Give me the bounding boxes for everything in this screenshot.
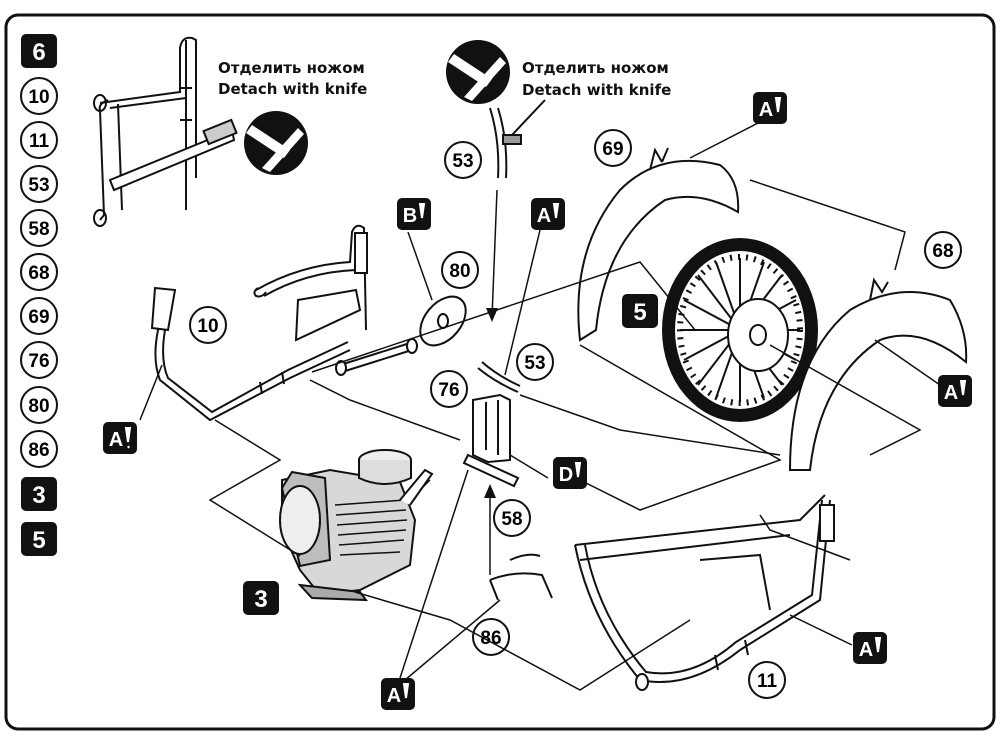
svg-text:3: 3	[32, 482, 45, 509]
part-80-disc	[419, 295, 467, 347]
svg-text:53: 53	[452, 151, 473, 172]
callout-10: 10	[189, 306, 227, 344]
part-item: 76	[20, 341, 58, 379]
svg-text:A: A	[109, 429, 123, 451]
step-number: 6	[32, 39, 45, 66]
callout-53-top: 53	[444, 141, 482, 179]
glue-badge-b: B	[397, 198, 431, 230]
knife-note: Отделить ножом Detach with knife	[218, 59, 367, 98]
svg-text:A: A	[759, 99, 773, 121]
callout-53-mid: 53	[516, 343, 554, 381]
part-11-frame	[574, 494, 835, 691]
part-69-fender	[577, 147, 740, 342]
callout-86: 86	[472, 618, 510, 656]
detail-frame-part-10	[93, 36, 238, 227]
svg-text:10: 10	[28, 87, 49, 108]
part-item: 86	[20, 430, 58, 468]
svg-text:86: 86	[28, 440, 49, 461]
callout-58: 58	[493, 499, 531, 537]
svg-text:Detach with knife: Detach with knife	[522, 81, 671, 99]
svg-text:Отделить ножом: Отделить ножом	[522, 59, 669, 77]
knife-icon	[446, 40, 510, 104]
svg-text:A: A	[387, 685, 401, 707]
part-10-frame	[150, 224, 368, 422]
wheel-subassembly	[662, 238, 818, 422]
glue-badge-a: A	[753, 92, 787, 124]
parts-legend: 6 10 11 53 58 68 69 76	[20, 34, 58, 556]
axle-rod	[335, 338, 418, 376]
subassembly-item: 3	[21, 477, 57, 511]
glue-badge-d: D	[553, 457, 587, 489]
svg-text:5: 5	[32, 527, 45, 554]
glue-badge-a: A	[381, 678, 415, 710]
part-item: 80	[20, 386, 58, 424]
svg-text:76: 76	[438, 380, 459, 401]
step-badge: 6	[21, 34, 57, 68]
part-86-clip	[489, 553, 553, 601]
svg-text:11: 11	[29, 131, 50, 152]
svg-text:68: 68	[28, 263, 49, 284]
subassembly-5-badge: 5	[622, 294, 658, 328]
svg-text:68: 68	[932, 241, 953, 262]
part-53-detail	[489, 99, 546, 179]
svg-text:11: 11	[757, 671, 778, 692]
svg-text:A: A	[537, 205, 551, 227]
svg-text:80: 80	[449, 261, 470, 282]
part-item: 68	[20, 253, 58, 291]
part-53-arm	[477, 361, 521, 393]
part-76-bracket	[472, 393, 511, 464]
svg-text:10: 10	[197, 316, 218, 337]
callout-69: 69	[594, 129, 632, 167]
glue-badge-a: A	[938, 375, 972, 407]
engine-subassembly	[279, 449, 434, 602]
glue-badge-a: A	[531, 198, 565, 230]
svg-text:B: B	[403, 205, 417, 227]
glue-badge-a: A	[853, 632, 887, 664]
part-item: 11	[20, 121, 58, 159]
svg-text:69: 69	[28, 307, 49, 328]
part-58-rod	[462, 453, 520, 488]
svg-text:5: 5	[633, 299, 646, 326]
svg-text:86: 86	[480, 628, 501, 649]
glue-badge-a: A	[103, 422, 137, 454]
svg-text:A: A	[859, 639, 873, 661]
part-item: 69	[20, 297, 58, 335]
svg-text:A: A	[944, 382, 958, 404]
svg-text:58: 58	[28, 219, 49, 240]
subassembly-item: 5	[21, 522, 57, 556]
knife-icon	[244, 111, 308, 175]
svg-text:58: 58	[501, 509, 522, 530]
svg-text:69: 69	[602, 139, 623, 160]
svg-text:53: 53	[524, 353, 545, 374]
knife-note: Отделить ножом Detach with knife	[522, 59, 671, 99]
part-item: 58	[20, 209, 58, 247]
svg-text:53: 53	[28, 175, 49, 196]
callout-68: 68	[924, 231, 962, 269]
part-item: 10	[20, 77, 58, 115]
svg-text:80: 80	[28, 396, 49, 417]
callout-11: 11	[748, 661, 786, 699]
svg-text:Отделить ножом: Отделить ножом	[218, 59, 365, 77]
svg-text:Detach with knife: Detach with knife	[218, 80, 367, 98]
subassembly-3-badge: 3	[243, 581, 279, 615]
callout-80: 80	[441, 251, 479, 289]
svg-text:76: 76	[28, 351, 49, 372]
page-frame	[4, 13, 996, 731]
callout-76: 76	[430, 370, 468, 408]
svg-text:D: D	[559, 464, 573, 486]
assembly-leader-lines	[208, 179, 922, 691]
svg-text:3: 3	[254, 586, 267, 613]
part-68-fender	[788, 277, 968, 471]
part-item: 53	[20, 165, 58, 203]
